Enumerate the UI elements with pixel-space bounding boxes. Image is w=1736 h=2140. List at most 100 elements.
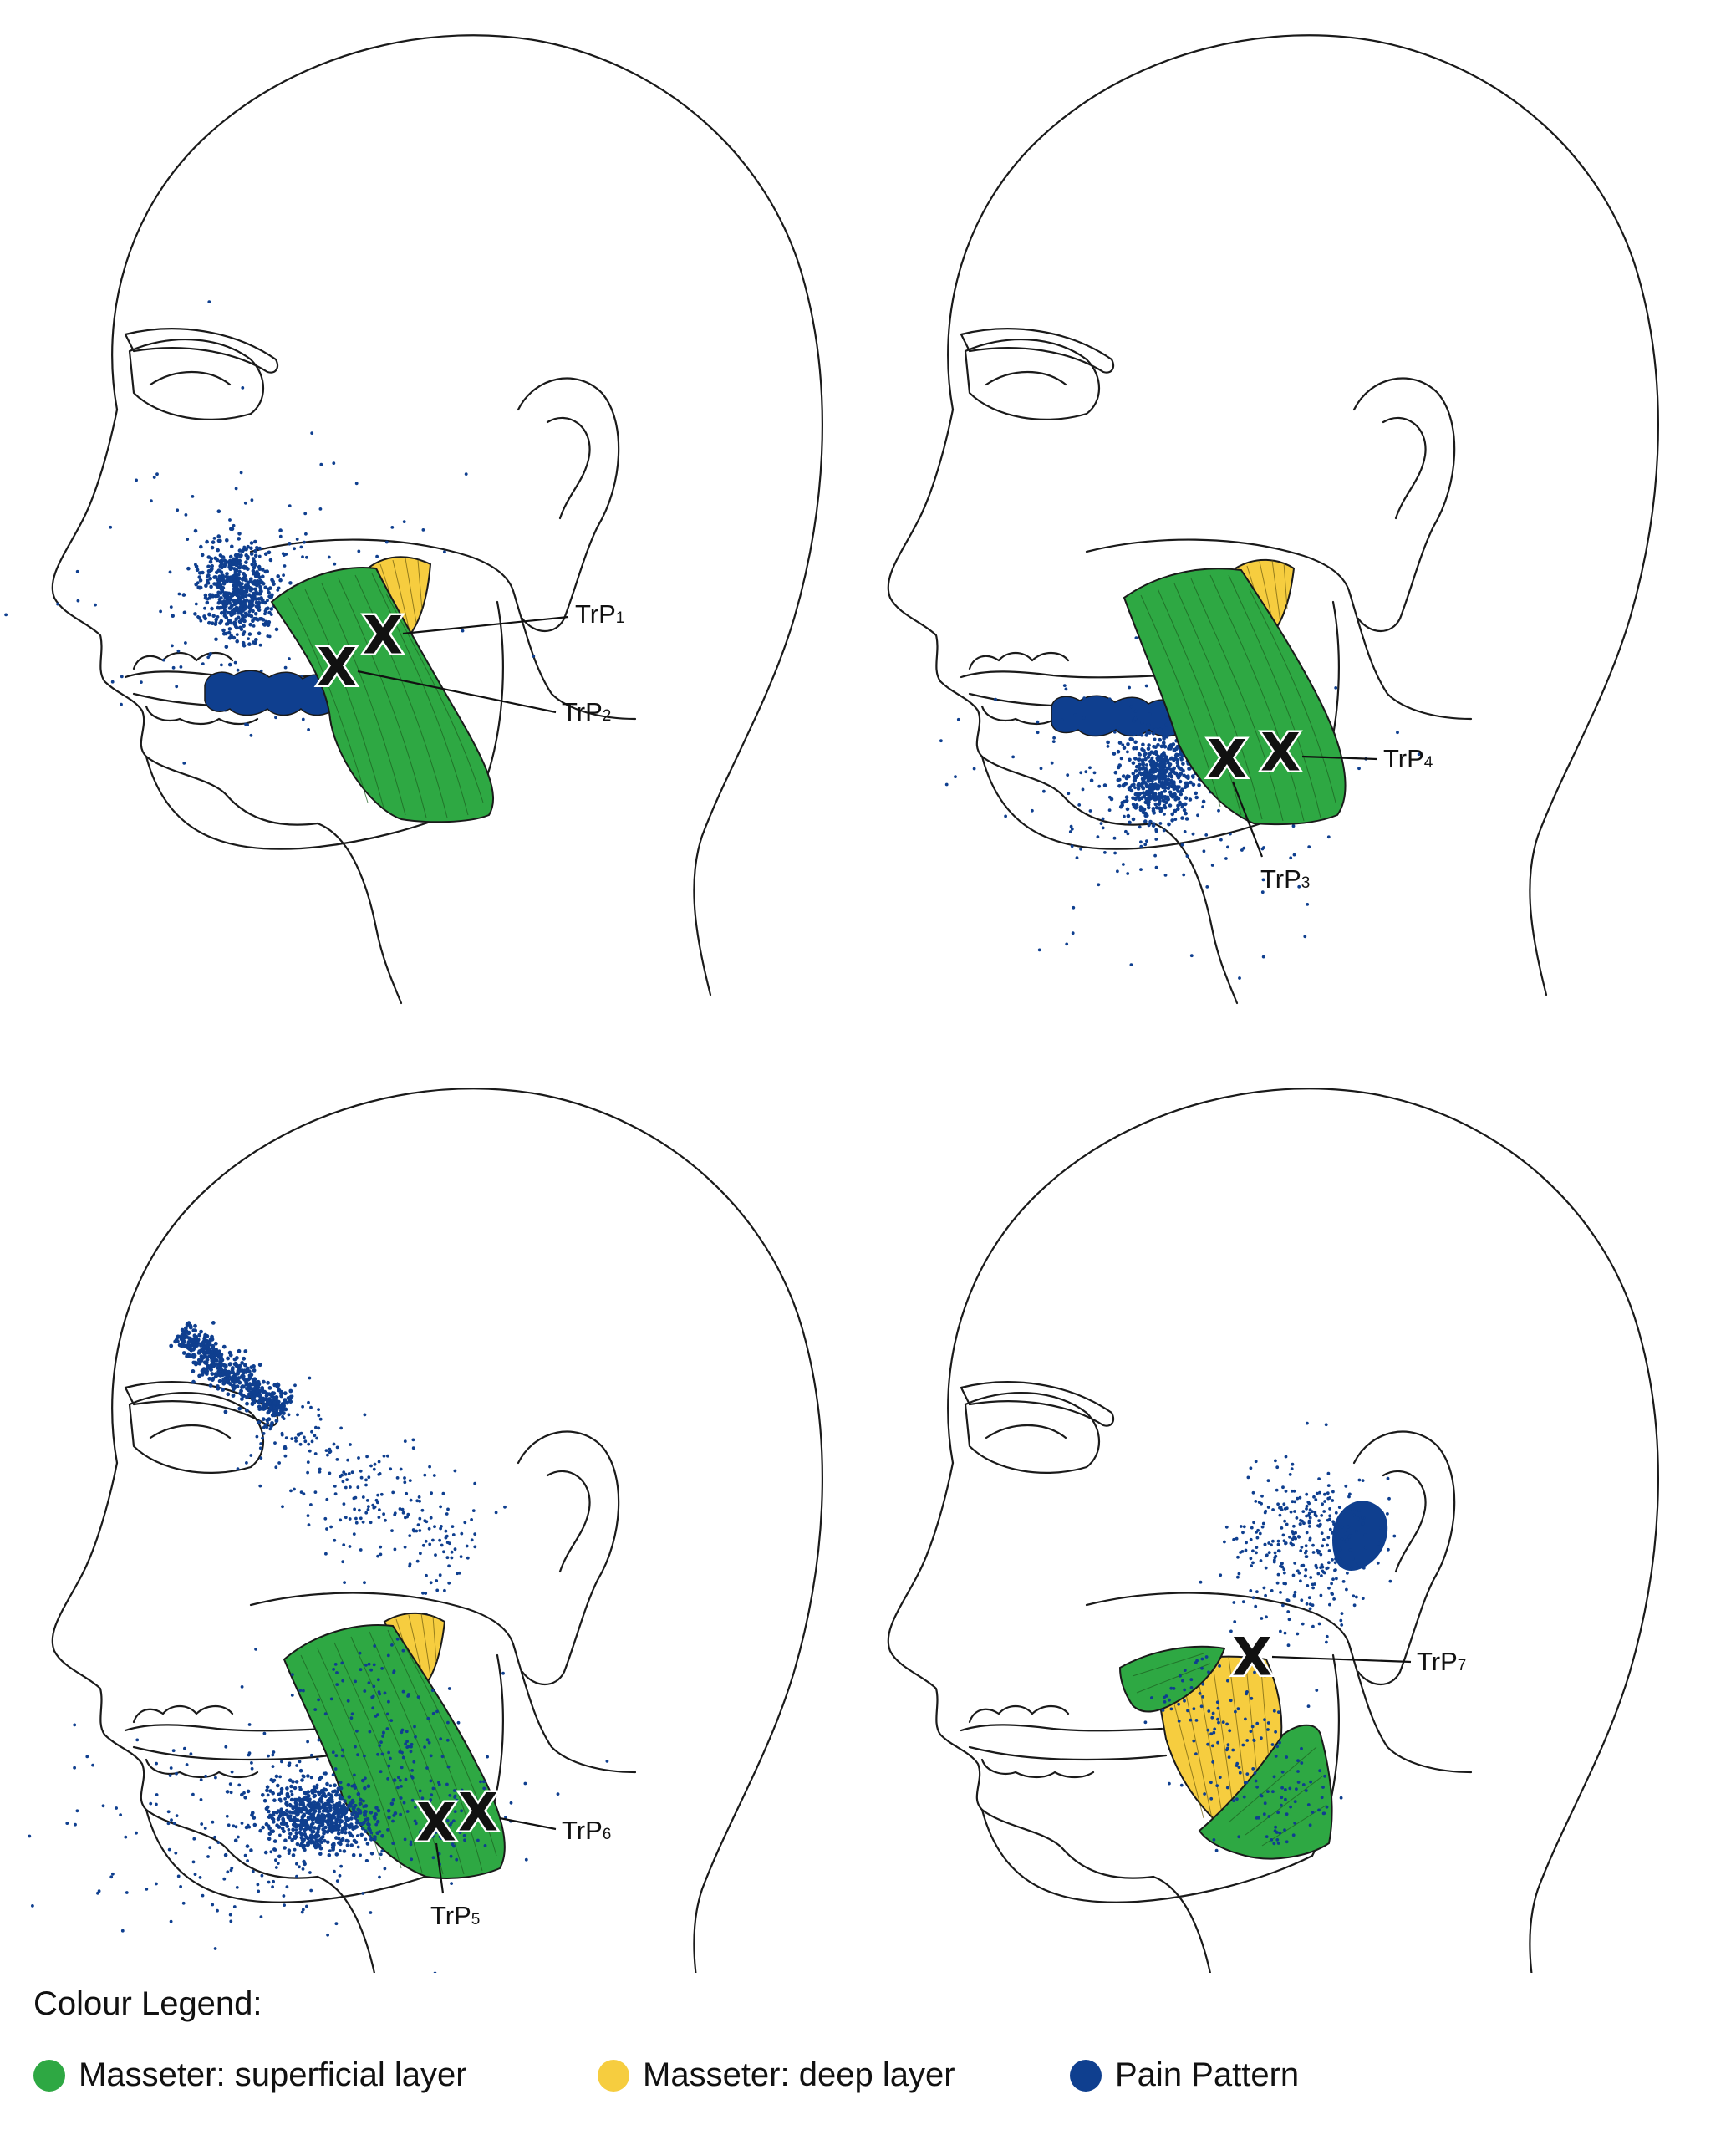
pain-dot [212, 537, 216, 540]
pain-dot [1136, 787, 1141, 791]
pain-dot [1285, 1598, 1290, 1602]
pain-dot [366, 1822, 370, 1827]
pain-dot [111, 1872, 115, 1876]
pain-dot [208, 559, 213, 564]
pain-dot [243, 614, 247, 619]
pain-dot [327, 1791, 331, 1796]
pain-dot [242, 1368, 247, 1373]
pain-dot [367, 1475, 371, 1480]
pain-dot [1318, 1769, 1321, 1773]
pain-dot [954, 775, 957, 778]
pain-dot [293, 1786, 298, 1791]
pain-dot [317, 1698, 320, 1702]
pain-dot [256, 1385, 261, 1389]
pain-dot [272, 1395, 277, 1400]
pain-dot [366, 1508, 370, 1511]
pain-dot [1250, 1526, 1254, 1530]
pain-dot [391, 1819, 395, 1823]
trp7-leader [1271, 1655, 1412, 1664]
pain-dot [1158, 761, 1163, 764]
pain-dot [229, 1791, 233, 1795]
pain-dot [431, 1538, 435, 1542]
pain-dot [1273, 1551, 1277, 1555]
pain-dot [1240, 848, 1244, 852]
pain-dot [186, 1340, 191, 1344]
pain-dot [252, 594, 257, 599]
pain-dot [250, 1761, 253, 1765]
pain-dot [175, 685, 179, 689]
pain-dot [331, 1773, 335, 1776]
pain-dot [201, 1893, 205, 1898]
pain-dot [1148, 782, 1153, 787]
pain-dot [282, 573, 285, 577]
pain-dot [278, 1411, 283, 1415]
pain-dot [367, 1681, 371, 1685]
pain-dot [1128, 820, 1132, 825]
pain-dot [405, 1740, 409, 1743]
pain-dot [445, 1556, 450, 1560]
pain-dot [439, 1505, 442, 1509]
pain-dot [248, 578, 253, 583]
pain-dot [359, 1822, 364, 1827]
pain-dot [309, 1888, 313, 1893]
pain-dot [464, 472, 468, 476]
pain-dot [337, 1823, 342, 1828]
pain-dot [418, 1516, 422, 1521]
pain-dot [323, 1838, 327, 1843]
pain-dot [1079, 771, 1083, 775]
pain-dot [232, 1905, 237, 1908]
pain-dot [438, 1825, 442, 1828]
pain-dot [369, 1521, 373, 1525]
trp7-label: TrP7 [1417, 1647, 1466, 1676]
pain-dot [320, 1812, 324, 1817]
pain-dot [1283, 1828, 1286, 1832]
pain-dot [313, 1789, 318, 1794]
pain-dot [302, 1859, 306, 1864]
pain-dot [1143, 1720, 1148, 1725]
pain-dot [1217, 808, 1220, 813]
pain-dot [379, 1492, 384, 1496]
pain-dot [449, 1854, 453, 1858]
pain-dot [214, 1358, 219, 1363]
pain-dot [1238, 1771, 1242, 1775]
pain-dot [243, 601, 247, 604]
pain-dot [308, 1797, 312, 1801]
pain-dot [1263, 1674, 1267, 1678]
trp1-label: TrP1 [575, 599, 624, 629]
pain-dot [356, 1834, 359, 1837]
pain-dot [1278, 1513, 1282, 1517]
pain-dot [219, 600, 224, 604]
pain-dot [199, 1798, 203, 1801]
pain-dot [262, 1389, 267, 1394]
pain-dot [1307, 845, 1311, 849]
pain-dot [361, 1495, 365, 1499]
pain-dot [1132, 733, 1136, 736]
pain-dot [218, 621, 222, 625]
pain-dot [1178, 800, 1182, 805]
pain-dot [218, 538, 222, 543]
pain-dot [1129, 788, 1134, 793]
pain-dot [1154, 805, 1159, 810]
pain-dot [288, 1835, 292, 1840]
pain-dot [471, 1509, 476, 1512]
pain-dot [257, 631, 262, 635]
pain-dot [261, 1825, 265, 1830]
pain-dot [269, 1850, 273, 1854]
pain-dot [1332, 1522, 1336, 1526]
pain-dot [1135, 773, 1140, 778]
pain-dot [1242, 1795, 1246, 1799]
pain-dot [448, 1793, 452, 1797]
pain-dot [1039, 767, 1043, 771]
trp6-label: TrP6 [562, 1816, 611, 1845]
pain-dot [455, 1798, 459, 1802]
pain-dot [429, 1779, 433, 1783]
pain-dot [344, 1831, 348, 1835]
pain-dot [272, 1405, 277, 1410]
pain-dot [387, 1816, 391, 1820]
pain-dot [1069, 824, 1073, 828]
pain-dot [1163, 773, 1167, 777]
pain-dot [191, 1347, 196, 1352]
pain-dot [302, 1819, 306, 1823]
pain-dot [330, 1820, 334, 1824]
pain-dot [193, 1328, 198, 1333]
